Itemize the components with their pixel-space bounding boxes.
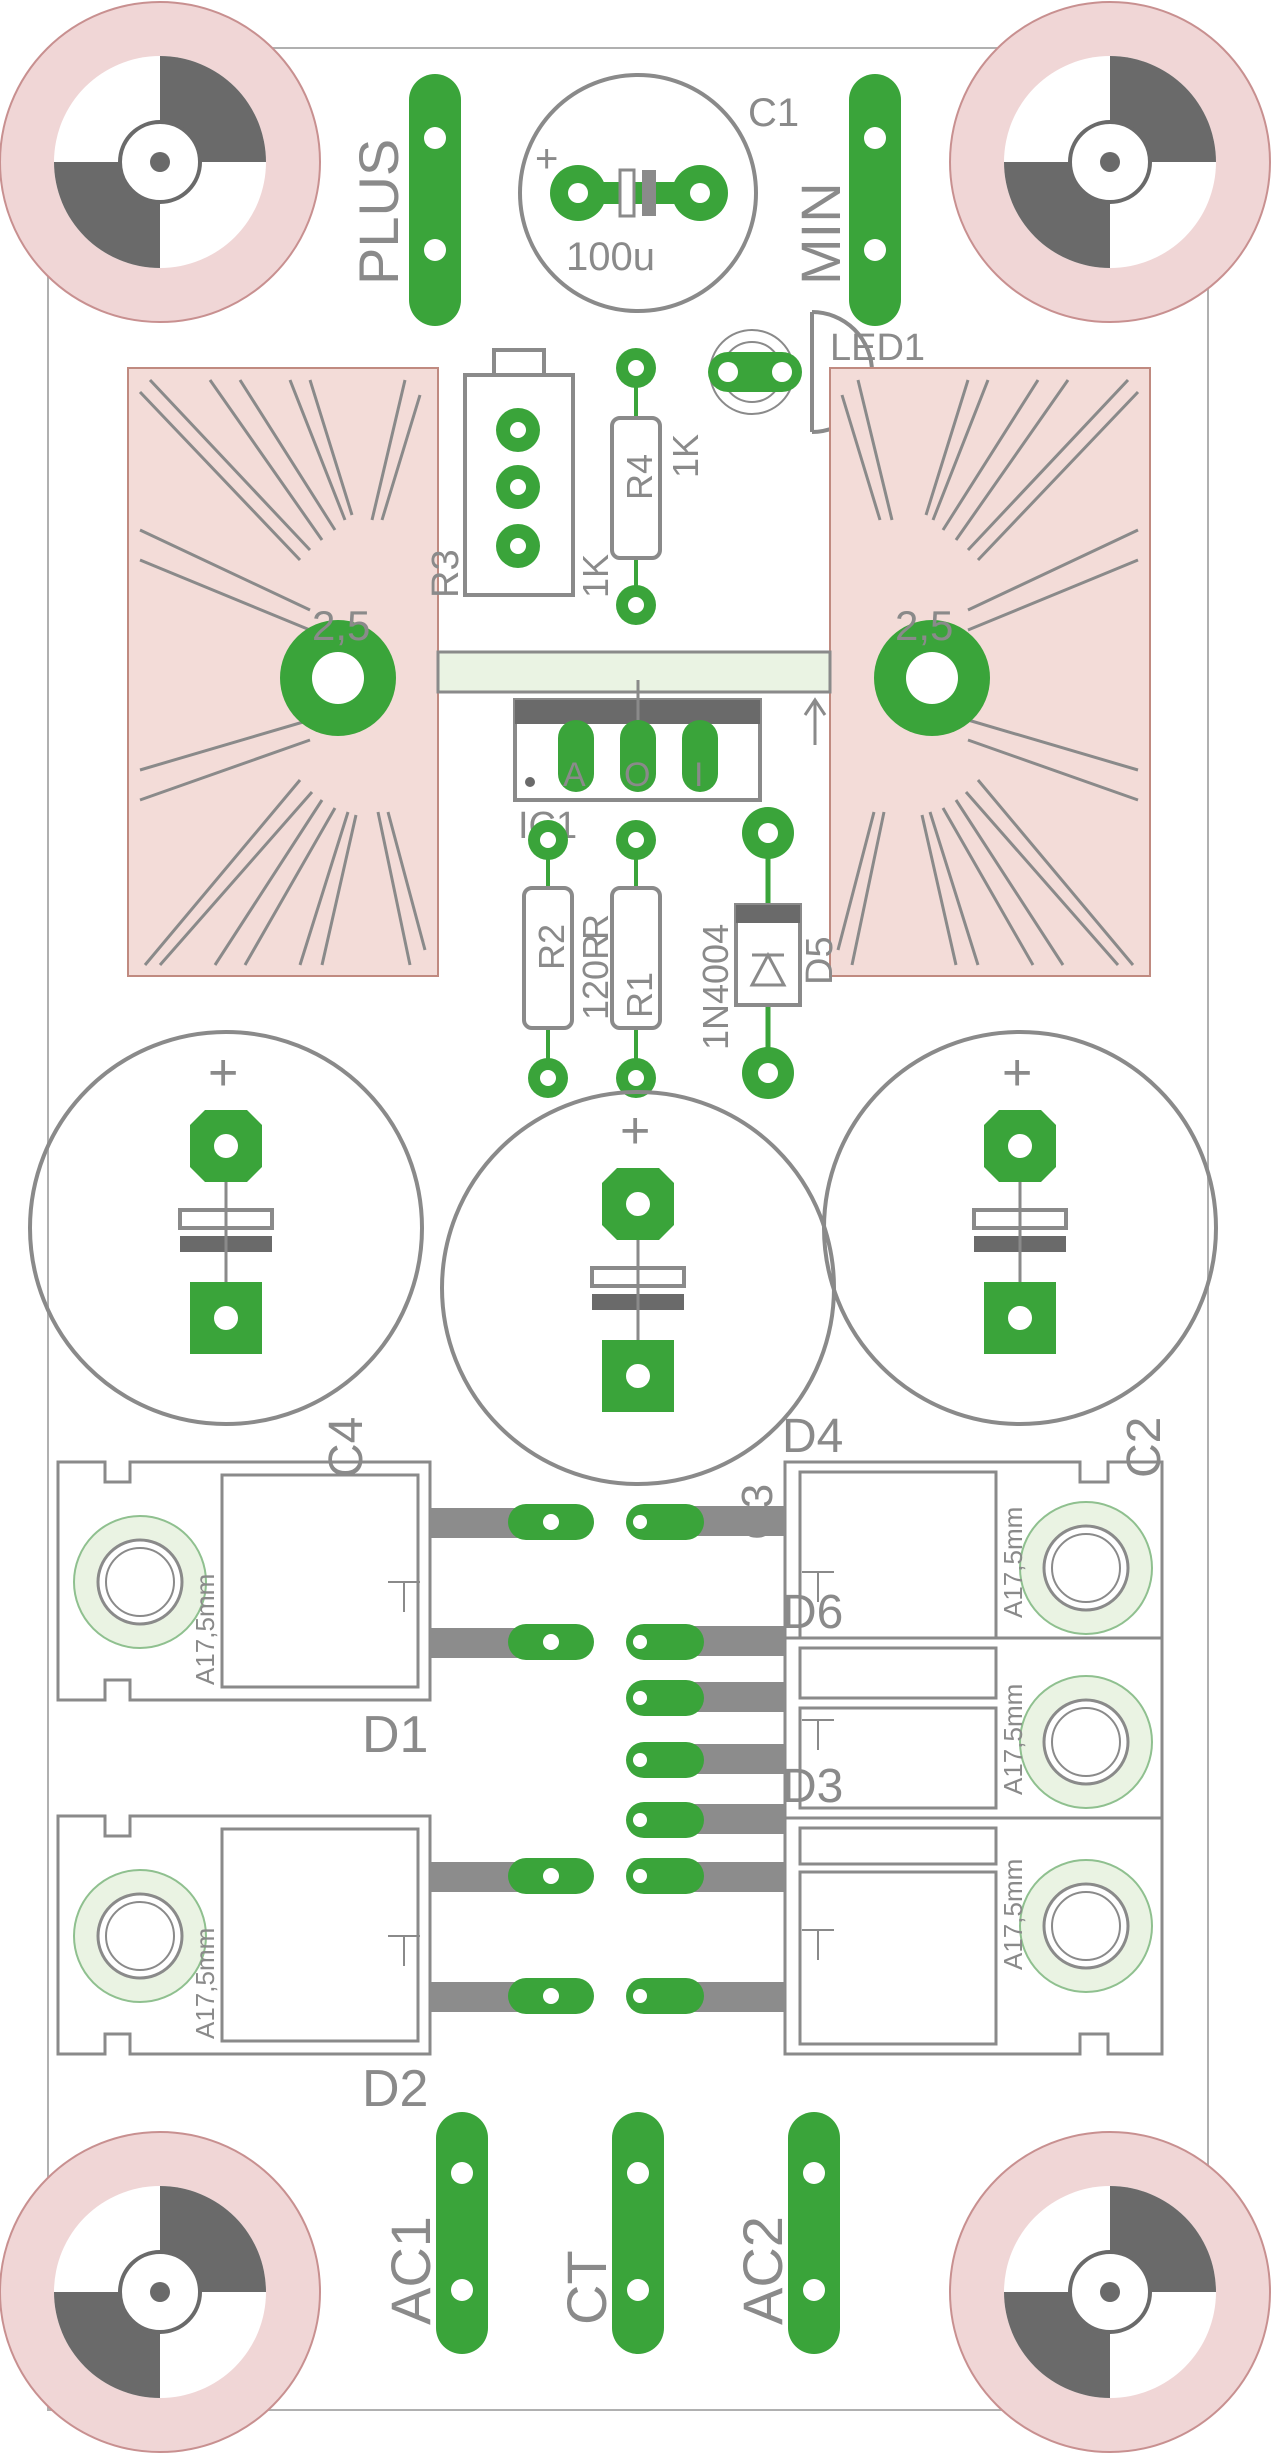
diode-d5: D5 1N4004 — [695, 807, 841, 1099]
trimmer-r3: R3 1K — [425, 348, 616, 598]
resistor-r1: R R1 — [575, 820, 662, 1098]
connector-min: MIN — [789, 74, 901, 326]
heatsink-right: 2,5 — [829, 367, 1151, 977]
capacitor-center: + — [440, 1090, 836, 1486]
r4-value: 1K — [665, 434, 706, 478]
diode-d1: A17,5mm C4 D1 — [56, 1417, 542, 1764]
d5-value: 1N4004 — [695, 924, 736, 1050]
c1-value: 100u — [566, 235, 655, 279]
ic1-pin-i: I — [694, 756, 703, 794]
label-plus: PLUS — [347, 139, 410, 285]
d6-value: A17,5mm — [998, 1684, 1028, 1795]
heatsink-left-label: 2,5 — [312, 602, 370, 649]
r3-value: 1K — [575, 554, 616, 598]
label-ct: CT — [555, 2250, 618, 2325]
label-d4: D4 — [782, 1410, 843, 1463]
label-d3: D3 — [782, 1760, 843, 1813]
capacitor-c1: C1 + 100u — [518, 73, 799, 313]
led-led1: LED1 — [708, 310, 925, 434]
connector-ac2: AC2 — [731, 2112, 840, 2354]
label-c4: C4 — [320, 1417, 373, 1478]
heatsink-bridge — [436, 650, 832, 694]
resistor-r2: R2 120R — [522, 820, 616, 1098]
heatsink-right-label: 2,5 — [895, 602, 953, 649]
right-column-pads — [626, 1504, 704, 2014]
label-ac2: AC2 — [731, 2216, 794, 2325]
heatsink-left: 2,5 — [127, 367, 439, 977]
diode-d2: A17,5mm D2 — [56, 1814, 542, 2118]
cap-left-plus-mark: + — [208, 1044, 238, 1102]
mounting-hole-bottom-left — [0, 2131, 321, 2453]
r1-value: R — [575, 914, 616, 940]
label-r2: R2 — [531, 924, 572, 970]
label-c1: C1 — [748, 91, 799, 135]
label-c2: C2 — [1118, 1417, 1171, 1478]
label-ac1: AC1 — [379, 2216, 442, 2325]
label-r1: R1 — [619, 972, 660, 1018]
ic1-pin-o: O — [624, 756, 650, 794]
label-d1: D1 — [362, 1706, 428, 1764]
d2-value: A17,5mm — [190, 1928, 220, 2039]
mounting-hole-bottom-right — [949, 2131, 1271, 2453]
label-d6: D6 — [782, 1586, 843, 1639]
ic1-pin-a: A — [563, 756, 586, 794]
diode-d6: A17,5mm D6 — [782, 1586, 1164, 1820]
diode-d3: A17,5mm D3 — [782, 1760, 1164, 2056]
d4-value: A17,5mm — [998, 1507, 1028, 1618]
connector-plus: PLUS — [347, 74, 461, 326]
connector-ac1: AC1 — [379, 2112, 488, 2354]
left-column-pads — [508, 1504, 594, 2014]
d1-value: A17,5mm — [190, 1574, 220, 1685]
board-outline — [47, 47, 1209, 2411]
cap-center-plus-mark: + — [620, 1102, 650, 1160]
label-led1: LED1 — [830, 327, 925, 369]
r2-value: 120R — [575, 934, 616, 1020]
label-r4: R4 — [619, 454, 660, 500]
connector-ct: CT — [555, 2112, 664, 2354]
c1-plus-mark: + — [535, 137, 558, 181]
cap-right-plus-mark: + — [1002, 1044, 1032, 1102]
capacitor-left: + — [28, 1030, 424, 1426]
label-d2: D2 — [362, 2060, 428, 2118]
label-d5: D5 — [799, 936, 841, 985]
resistor-r4: R4 1K — [610, 348, 706, 625]
capacitor-right: + — [822, 1030, 1218, 1426]
label-min: MIN — [789, 182, 852, 285]
mounting-hole-top-left — [0, 1, 321, 323]
d3-value: A17,5mm — [998, 1859, 1028, 1970]
regulator-ic1: A O I IC1 — [513, 680, 827, 847]
mounting-hole-top-right — [949, 1, 1271, 323]
label-r3: R3 — [425, 549, 467, 598]
